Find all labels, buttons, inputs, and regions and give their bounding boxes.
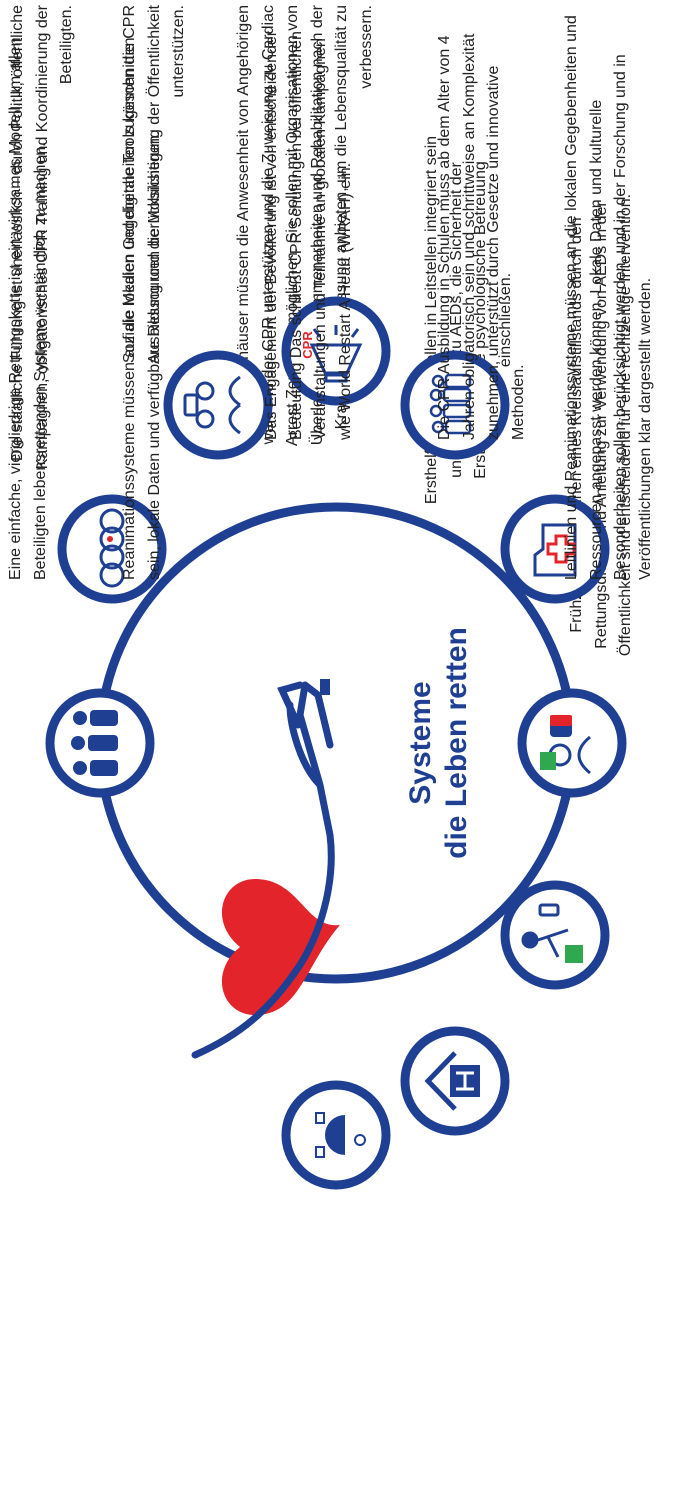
title-line-1: Systeme: [404, 681, 437, 804]
cpr-megaphone-icon: [309, 325, 363, 383]
stakeholders-icon: [183, 375, 241, 435]
text-guidelines: Leitlinien und Reanimationssysteme müsse…: [563, 15, 654, 580]
node-cpr-megaphone: CPR: [281, 296, 391, 406]
node-first-responder-aed: [500, 880, 610, 990]
hospital-icon: [424, 1051, 480, 1111]
text-local-systems: Reanimationssysteme müssen auf die lokal…: [121, 37, 163, 580]
text-model-real-visible: Eine einfache, viergliedrige Rettungsket…: [7, 37, 49, 580]
node-stakeholders: [163, 350, 273, 460]
social-media-icon: [315, 1112, 366, 1158]
title-line-2: die Leben retten: [440, 627, 473, 859]
cpr-badge-text: CPR: [300, 331, 315, 359]
node-chain-of-survival: [57, 494, 167, 604]
hand-thumb-icon: [277, 681, 304, 729]
node-guidelines-folder: [500, 494, 610, 604]
node-schoolchildren: [400, 350, 510, 460]
heart-icon: [222, 879, 340, 1015]
node-dispatcher-aed: [517, 688, 627, 798]
text-schools: Die CPR Ausbildung in Schulen muss ab de…: [436, 33, 527, 440]
schoolchildren-icon: [429, 373, 472, 435]
first-responder-aed-icon: [521, 903, 583, 963]
guidelines-folder-icon: [533, 523, 577, 577]
chain-of-survival-icon: [99, 508, 125, 588]
red-cross-icon: [546, 534, 576, 564]
text-public-engagement: Das Engagement der Bevölkerung ist von e…: [263, 30, 354, 440]
node-government-people: [45, 688, 155, 798]
hand-cuff-icon: [320, 679, 330, 695]
dispatcher-aed-icon: [540, 715, 591, 775]
node-social-media: [281, 1080, 391, 1190]
node-hospital: [400, 1026, 510, 1136]
government-people-icon: [71, 710, 118, 776]
